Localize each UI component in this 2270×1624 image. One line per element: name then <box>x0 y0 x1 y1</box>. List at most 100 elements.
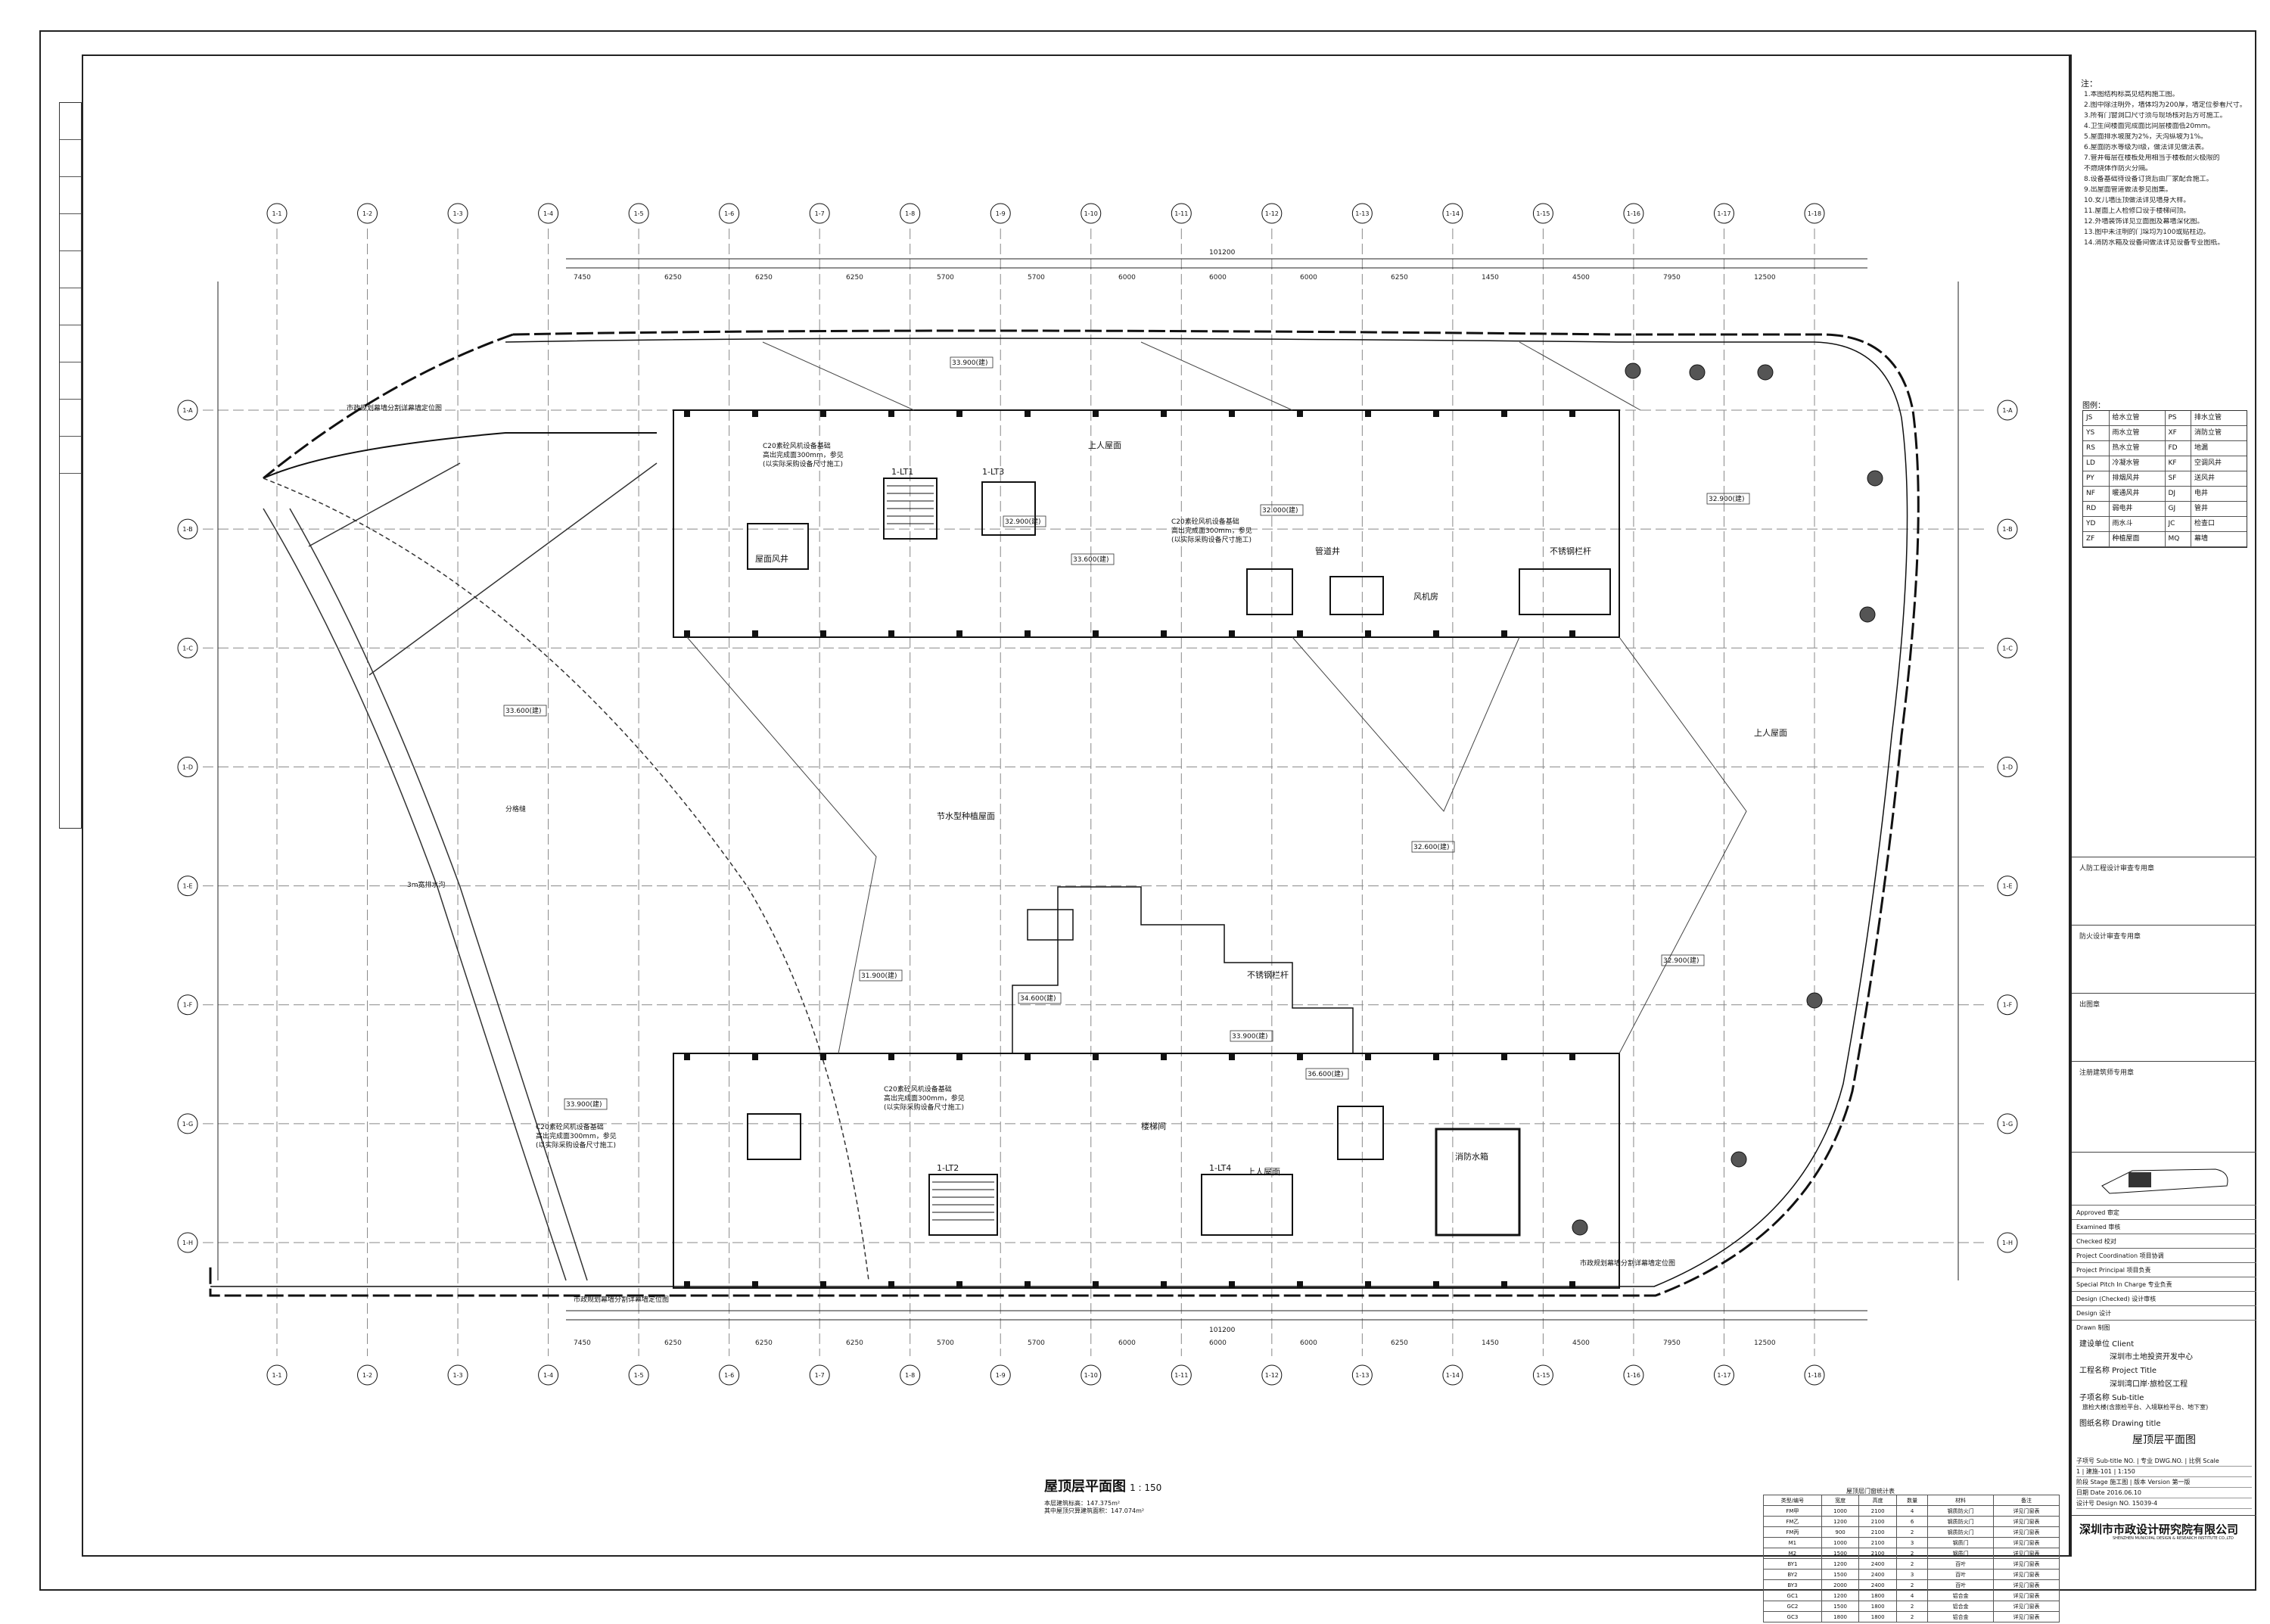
column <box>684 411 690 417</box>
grid-bubble-1-E-right: 1-E <box>1997 876 2018 897</box>
schedule-header: 数量 <box>1895 1495 1929 1506</box>
svg-text:1-B: 1-B <box>2002 526 2012 533</box>
column <box>1297 1054 1303 1060</box>
bottom-dim-7: 6000 <box>1209 1339 1227 1347</box>
upper-core <box>673 409 1620 638</box>
company-name: 深圳市市政设计研究院有限公司 <box>2079 1523 2239 1536</box>
roof-access-label-3: 上人屋面 <box>1754 728 1787 738</box>
overall-dimension-top: 101200 <box>1209 249 1236 257</box>
svg-text:1-G: 1-G <box>182 1121 193 1128</box>
column <box>1025 630 1031 636</box>
column <box>1093 1054 1099 1060</box>
grid-bubble-1-2-bottom: 1-2 <box>357 1364 378 1386</box>
bottom-dim-10: 1450 <box>1482 1339 1499 1347</box>
column <box>1025 411 1031 417</box>
svg-text:1-10: 1-10 <box>1084 1372 1098 1379</box>
elevation-label: 32.900(建) <box>1005 517 1041 526</box>
top-dim-5: 5700 <box>1028 274 1045 282</box>
column <box>956 630 962 636</box>
grid-bubble-1-18-bottom: 1-18 <box>1804 1364 1825 1386</box>
svg-text:1-1: 1-1 <box>272 1372 281 1379</box>
svg-text:1-1: 1-1 <box>272 210 281 217</box>
stamp-civil-defense: 人防工程设计审查专用章 <box>2079 865 2155 873</box>
svg-text:1-10: 1-10 <box>1084 210 1098 217</box>
svg-text:1-A: 1-A <box>182 407 193 414</box>
svg-text:1-13: 1-13 <box>1355 210 1369 217</box>
roof-access-label-2: 上人屋面 <box>1247 1167 1280 1177</box>
elevation-label: 34.600(建) <box>1020 994 1056 1003</box>
svg-text:1-4: 1-4 <box>543 210 553 217</box>
svg-text:1-2: 1-2 <box>362 210 372 217</box>
svg-text:1-15: 1-15 <box>1536 210 1550 217</box>
lt4-label: 1-LT4 <box>1209 1163 1231 1173</box>
svg-text:1-E: 1-E <box>182 883 192 890</box>
grid-bubble-1-H-right: 1-H <box>1997 1232 2018 1253</box>
column <box>752 411 758 417</box>
column <box>752 1281 758 1287</box>
column <box>888 411 894 417</box>
top-dim-2: 6250 <box>755 274 773 282</box>
grid-bubble-1-16-bottom: 1-16 <box>1623 1364 1644 1386</box>
top-dim-9: 6250 <box>1391 274 1408 282</box>
grid-bubble-1-8-top: 1-8 <box>900 203 921 224</box>
perimeter-columns <box>1572 362 1883 1236</box>
bottom-dim-13: 12500 <box>1754 1339 1776 1347</box>
equip-note-3a: C20素砼风机设备基础 <box>884 1084 952 1094</box>
svg-text:1-8: 1-8 <box>905 1372 915 1379</box>
column <box>1569 1281 1575 1287</box>
column <box>1365 630 1371 636</box>
grid-bubble-1-13-bottom: 1-13 <box>1351 1364 1373 1386</box>
svg-text:1-H: 1-H <box>182 1240 193 1246</box>
top-dim-11: 4500 <box>1572 274 1590 282</box>
svg-text:1-17: 1-17 <box>1717 210 1730 217</box>
general-note: 13.图中未注明的门垛均为100或贴柱边。 <box>2084 229 2210 236</box>
curtainwall-callout-3: 市政规划幕墙分割详幕墙定位图 <box>574 1295 669 1304</box>
grid-bubble-1-2-top: 1-2 <box>357 203 378 224</box>
stair-lt1 <box>887 485 934 524</box>
equip-note-2c: (以实际采购设备尺寸施工) <box>1171 535 1252 544</box>
svg-text:1-14: 1-14 <box>1446 1372 1460 1379</box>
grid-bubble-1-5-top: 1-5 <box>628 203 649 224</box>
svg-text:1-4: 1-4 <box>543 1372 553 1379</box>
stamp-architect: 注册建筑师专用章 <box>2079 1069 2135 1077</box>
column <box>684 630 690 636</box>
column <box>956 1281 962 1287</box>
svg-text:1-15: 1-15 <box>1536 1372 1550 1379</box>
column <box>1297 1281 1303 1287</box>
elevation-label: 33.900(建) <box>1232 1031 1268 1041</box>
column <box>1501 1054 1507 1060</box>
top-dim-13: 12500 <box>1754 274 1776 282</box>
grid-bubble-1-C-right: 1-C <box>1997 637 2018 658</box>
column <box>1433 630 1439 636</box>
svg-text:1-3: 1-3 <box>453 1372 463 1379</box>
column <box>820 630 826 636</box>
general-note: 6.屋面防水等级为I级，做法详见做法表。 <box>2084 144 2209 151</box>
svg-text:1-7: 1-7 <box>815 210 825 217</box>
column <box>1569 630 1575 636</box>
equip-note-4b: 高出完成面300mm，参见 <box>536 1131 617 1140</box>
general-note: 12.外墙装饰详见立面图及幕墙深化图。 <box>2084 218 2204 226</box>
grid-bubble-1-14-top: 1-14 <box>1442 203 1463 224</box>
top-dim-4: 5700 <box>937 274 954 282</box>
equip-note-4a: C20素砼风机设备基础 <box>536 1122 604 1131</box>
grid-bubble-1-9-top: 1-9 <box>990 203 1011 224</box>
column <box>1161 1281 1167 1287</box>
client-name: 深圳市土地投资开发中心 <box>2110 1353 2193 1361</box>
grid-bubble-1-3-top: 1-3 <box>447 203 468 224</box>
grid-bubble-1-17-bottom: 1-17 <box>1713 1364 1734 1386</box>
grid-bubble-1-6-bottom: 1-6 <box>719 1364 740 1386</box>
meta-row: 子项号 Sub-title NO. | 专业 DWG.NO. | 比例 Scal… <box>2076 1456 2252 1467</box>
svg-text:1-F: 1-F <box>2003 1002 2013 1009</box>
column <box>888 1054 894 1060</box>
grid-bubble-1-G-left: 1-G <box>177 1113 198 1134</box>
grid-bubble-1-5-bottom: 1-5 <box>628 1364 649 1386</box>
signature-row: Project Principal 项目负责 <box>2072 1262 2256 1278</box>
svg-text:1-7: 1-7 <box>815 1372 825 1379</box>
railing-label: 不锈钢栏杆 <box>1247 969 1289 980</box>
